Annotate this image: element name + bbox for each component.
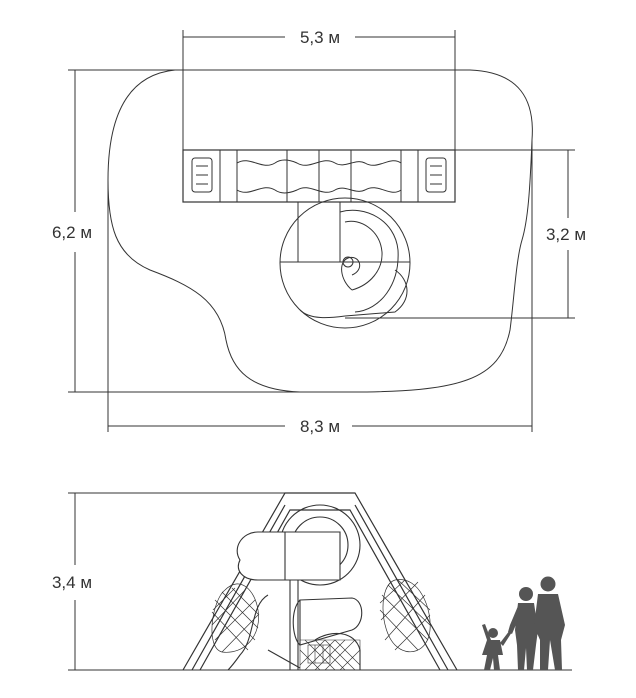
label-depth-right: 3,2 м [546, 225, 586, 244]
label-depth-left: 6,2 м [52, 223, 92, 242]
adult-man-figure [534, 576, 565, 670]
dimension-width-top [182, 30, 456, 150]
label-height-elevation: 3,4 м [52, 573, 92, 592]
bridge-walkway [182, 149, 456, 203]
plan-view [68, 30, 575, 432]
label-width-bottom: 8,3 м [300, 417, 340, 436]
label-width-top: 5,3 м [300, 28, 340, 47]
climbing-net-front [299, 639, 361, 671]
net-right [379, 579, 431, 653]
pyramid-frame [182, 492, 458, 671]
adult-woman-figure [508, 587, 538, 670]
dimension-depth-right [345, 149, 575, 319]
dimension-width-bottom [107, 140, 533, 432]
elevation-view [68, 492, 572, 671]
spiral-slide-plan [279, 197, 411, 329]
dimension-height [68, 492, 300, 670]
net-left [211, 583, 260, 653]
human-figures [482, 576, 565, 670]
child-figure [482, 624, 512, 670]
safety-zone-outline [107, 69, 533, 393]
dimension-depth-left [68, 69, 300, 393]
tube-slide [227, 504, 363, 671]
